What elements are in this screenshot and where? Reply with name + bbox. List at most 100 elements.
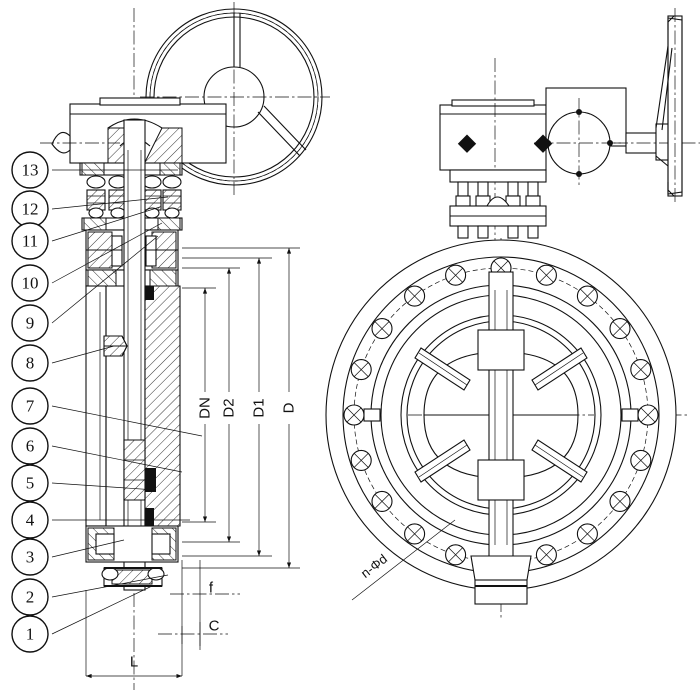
callout-3-label: 3 (26, 548, 35, 567)
leader-6 (51, 445, 183, 473)
left-sectional-view (40, 2, 330, 690)
bolt-hole (576, 523, 598, 545)
bolt-hole (404, 285, 426, 307)
leader-7 (51, 405, 203, 437)
bolt-hole (350, 449, 372, 471)
callout-9-circle[interactable] (11, 304, 49, 342)
callout-9[interactable]: 9 (11, 304, 49, 342)
bolt-note-leader (351, 519, 456, 601)
leader-3 (51, 539, 125, 558)
handwheel-edge-view (655, 8, 683, 204)
bolt-hole (535, 544, 557, 566)
callout-12[interactable]: 12 (11, 190, 49, 228)
callout-leader-lines (51, 169, 203, 635)
leader-10 (51, 222, 163, 284)
callout-7-circle[interactable] (11, 387, 49, 425)
callout-7-label: 7 (26, 397, 35, 416)
callout-11-label: 11 (22, 232, 38, 251)
callout-2[interactable]: 2 (11, 578, 49, 616)
bolt-hole (630, 359, 652, 381)
callout-9-label: 9 (26, 314, 35, 333)
bolt-hole (343, 404, 365, 426)
bolt-hole (576, 285, 598, 307)
valve-stem (123, 119, 146, 591)
bolt-hole (535, 264, 557, 286)
callout-5-circle[interactable] (11, 464, 49, 502)
callout-7[interactable]: 7 (11, 387, 49, 425)
callout-11-circle[interactable] (11, 222, 49, 260)
callout-6-circle[interactable] (11, 427, 49, 465)
callout-3[interactable]: 3 (11, 538, 49, 576)
dimension-D: D (281, 248, 298, 568)
dimension-label-DN: DN (197, 397, 214, 419)
callout-5[interactable]: 5 (11, 464, 49, 502)
bolt-hole (371, 490, 393, 512)
disc-edge-detail (103, 335, 128, 357)
callout-8-label: 8 (26, 354, 35, 373)
callout-2-circle[interactable] (11, 578, 49, 616)
callout-2-label: 2 (26, 588, 35, 607)
vertical-dimension-group: DN D2 D1 D (182, 247, 300, 569)
callout-8-circle[interactable] (11, 344, 49, 382)
dimension-C: C (158, 618, 228, 646)
leader-2 (51, 574, 169, 598)
callout-11[interactable]: 11 (11, 222, 49, 260)
bolt-hole (445, 264, 467, 286)
callout-group: 13 12 11 10 9 8 7 6 (11, 151, 203, 653)
callout-13-label: 13 (22, 161, 39, 180)
callout-8[interactable]: 8 (11, 344, 49, 382)
callout-10-label: 10 (22, 274, 39, 293)
callout-1-label: 1 (26, 625, 35, 644)
dimension-DN: DN (197, 288, 214, 522)
callout-3-circle[interactable] (11, 538, 49, 576)
leader-1 (51, 585, 153, 635)
front-view-stem (477, 271, 525, 561)
callout-10[interactable]: 10 (11, 264, 49, 302)
dimension-label-f: f (209, 580, 214, 597)
leader-11 (51, 206, 161, 242)
callout-1[interactable]: 1 (11, 615, 49, 653)
callout-13[interactable]: 13 (11, 151, 49, 189)
bolt-hole (637, 404, 659, 426)
front-view: n-Φd (325, 238, 690, 620)
housing-plug-left (457, 134, 477, 153)
side-lugs (363, 408, 639, 422)
operator-base-bolts-right (449, 169, 547, 239)
bolt-hole (371, 318, 393, 340)
bolt-hole (350, 359, 372, 381)
dimension-L: L (86, 654, 182, 679)
leader-8 (51, 345, 115, 364)
callout-4-label: 4 (26, 511, 35, 530)
dimension-label-C: C (209, 618, 220, 635)
dimension-label-D1: D1 (251, 398, 268, 417)
bottom-stem-boss (470, 555, 532, 605)
dimension-label-L: L (130, 654, 138, 671)
disc-stiffener-ribs (414, 347, 588, 483)
callout-4-circle[interactable] (11, 501, 49, 539)
bolt-hole (609, 490, 631, 512)
callout-1-circle[interactable] (11, 615, 49, 653)
leader-5 (51, 482, 157, 491)
bolt-hole (609, 318, 631, 340)
dimension-label-D2: D2 (221, 398, 238, 417)
callout-6[interactable]: 6 (11, 427, 49, 465)
callout-4[interactable]: 4 (11, 501, 49, 539)
callout-12-label: 12 (22, 200, 39, 219)
disc-pin-detail (123, 439, 156, 501)
horizontal-dimension-group: f C L (85, 560, 240, 679)
dimension-D2: D2 (221, 268, 238, 542)
bolt-hole (445, 544, 467, 566)
bolt-hole (404, 523, 426, 545)
leader-9 (51, 235, 159, 324)
callout-5-label: 5 (26, 474, 35, 493)
callout-10-circle[interactable] (11, 264, 49, 302)
callout-6-label: 6 (26, 437, 35, 456)
gear-operator-housing (40, 97, 227, 176)
bolt-hole (630, 449, 652, 471)
bottom-bearing-cap (85, 525, 179, 588)
callout-13-circle[interactable] (11, 151, 49, 189)
leader-12 (51, 196, 169, 210)
dimension-f: f (170, 580, 240, 597)
